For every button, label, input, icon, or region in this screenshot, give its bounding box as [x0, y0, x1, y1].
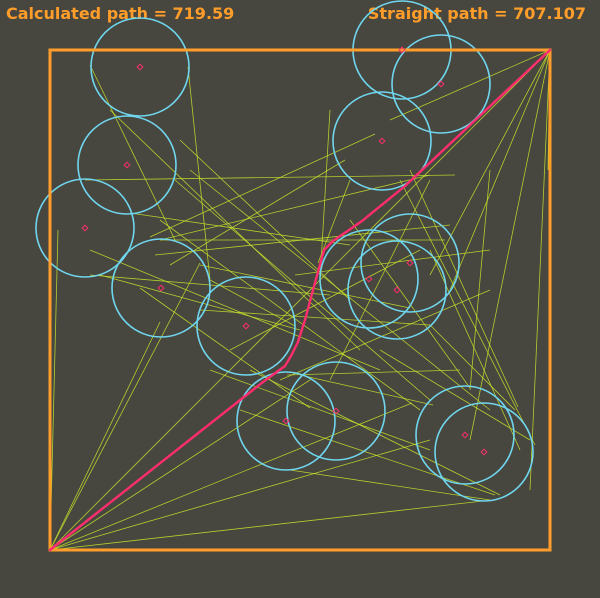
- obstacle-circle: [391, 34, 491, 134]
- tangent-line: [209, 279, 296, 327]
- tangent-line: [399, 179, 536, 446]
- calculated-path-label: Calculated path = 719.59: [6, 4, 235, 23]
- obstacle-circle: [434, 402, 534, 502]
- tangent-line: [349, 219, 471, 389]
- center-marker: [393, 286, 401, 294]
- tangent-line: [174, 179, 431, 401]
- tangent-lines-group: [49, 49, 551, 551]
- obstacle-circle: [111, 238, 211, 338]
- calculated-path-group: [48, 48, 552, 552]
- tangent-line: [179, 139, 351, 301]
- obstacle-circle: [35, 178, 135, 278]
- tangent-line: [286, 369, 461, 376]
- tangent-line: [209, 369, 431, 451]
- tangent-line: [409, 169, 519, 408]
- tangent-line: [159, 174, 431, 241]
- center-marker: [136, 63, 144, 71]
- center-marker: [406, 259, 414, 267]
- tangent-line: [469, 49, 551, 441]
- obstacle-circle: [332, 91, 432, 191]
- boundary-frame: [48, 48, 552, 552]
- obstacle-circle: [236, 371, 336, 471]
- tangent-line: [379, 349, 531, 441]
- obstacle-circle: [196, 276, 296, 376]
- tangent-line: [109, 109, 361, 351]
- center-marker: [282, 417, 290, 425]
- center-marker: [157, 284, 165, 292]
- tangent-line: [189, 169, 491, 411]
- center-markers-group: [81, 46, 488, 456]
- center-marker: [398, 46, 406, 54]
- tangent-line: [49, 439, 431, 551]
- tangent-line: [84, 174, 456, 181]
- center-marker: [365, 275, 373, 283]
- tangent-line: [49, 402, 413, 551]
- tangent-line: [139, 287, 311, 409]
- tangent-line: [49, 500, 484, 551]
- tangent-line: [89, 64, 176, 241]
- tangent-line: [49, 379, 311, 551]
- tangent-line: [449, 49, 551, 291]
- tangent-line: [149, 133, 376, 238]
- tangent-line: [99, 274, 301, 331]
- center-marker: [242, 322, 250, 330]
- center-marker: [437, 80, 445, 88]
- calculated-path: [48, 48, 552, 552]
- tangent-line: [199, 264, 411, 309]
- tangent-line: [429, 324, 516, 411]
- center-marker: [461, 431, 469, 439]
- center-marker: [81, 224, 89, 232]
- tangent-line: [49, 262, 201, 551]
- tangent-line: [529, 49, 551, 491]
- tangent-line: [469, 169, 491, 391]
- tangent-line: [249, 369, 501, 496]
- center-marker: [123, 161, 131, 169]
- tangent-line: [89, 249, 381, 371]
- center-marker: [480, 448, 488, 456]
- tangent-line: [389, 49, 551, 121]
- tangent-line: [429, 49, 551, 276]
- tangent-line: [239, 409, 496, 496]
- tangent-line: [289, 469, 491, 501]
- obstacle-circle: [90, 17, 190, 117]
- tangent-line: [187, 66, 211, 281]
- tangent-line: [154, 224, 451, 256]
- tangent-line: [49, 321, 161, 551]
- tangent-line: [319, 109, 331, 281]
- tangent-line: [159, 219, 421, 411]
- obstacle-circles-group: [35, 0, 534, 502]
- center-marker: [332, 407, 340, 415]
- tangent-line: [429, 249, 521, 451]
- tangent-line: [49, 49, 551, 551]
- obstacle-circle: [77, 115, 177, 215]
- obstacle-circle: [415, 385, 515, 485]
- tangent-line: [294, 249, 491, 276]
- obstacle-circle: [347, 240, 447, 340]
- obstacle-circle: [319, 229, 419, 329]
- obstacle-circle: [286, 361, 386, 461]
- obstacle-circle: [360, 213, 460, 313]
- tangent-line: [199, 309, 431, 326]
- tangent-line: [299, 374, 434, 406]
- center-marker: [378, 137, 386, 145]
- straight-path-label: Straight path = 707.107: [367, 4, 586, 23]
